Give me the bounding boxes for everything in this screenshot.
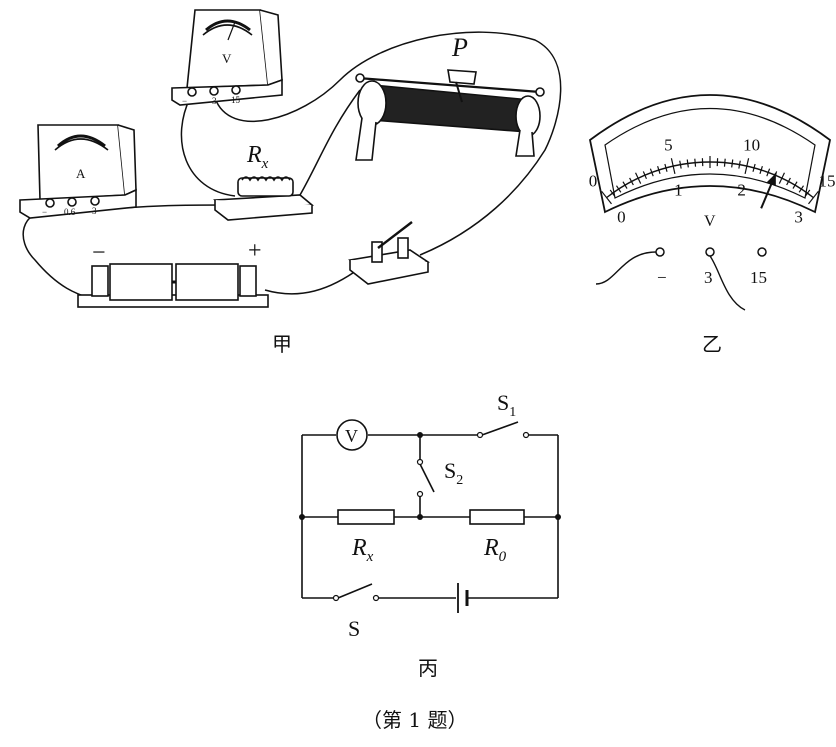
battery-plus-label: +	[248, 238, 262, 264]
battery-device	[77, 263, 269, 308]
caption-figure-a: 甲	[272, 332, 292, 356]
dial-inner-label: 0	[617, 208, 626, 227]
dial-inner-label: 3	[794, 208, 803, 227]
rx-label: Rx	[246, 142, 269, 172]
switch-s-blade	[337, 583, 373, 599]
meter-terminal-15-label: 15	[750, 268, 767, 287]
meter-terminal-minus-label: −	[657, 268, 667, 287]
knife-switch-device	[348, 221, 431, 285]
meter-terminal-minus-post	[655, 247, 665, 257]
problem-caption: （第 1 题）	[362, 708, 468, 732]
caption-figure-c: 丙	[418, 656, 438, 680]
ammeter-letter: A	[76, 166, 86, 181]
switch-s-label: S	[348, 616, 360, 641]
voltmeter-terminal-15: 15	[231, 95, 241, 105]
switch-s2-blade	[419, 463, 435, 493]
resistor-r0-label: R0	[483, 535, 507, 565]
voltmeter-terminal-minus: −	[182, 96, 187, 106]
dial-inner-label: 2	[737, 181, 746, 200]
dial-outer-label: 15	[818, 171, 835, 190]
meter-wire-minus	[595, 251, 657, 285]
voltmeter-device	[171, 9, 283, 106]
switch-s1-label: S1	[497, 390, 516, 420]
ammeter-terminal-0-6: 0.6	[64, 207, 76, 217]
dial-arc	[606, 161, 814, 199]
meter-terminal-15-post	[757, 247, 767, 257]
schematic-resistor-r0	[469, 509, 525, 525]
schematic-voltmeter-circle	[336, 419, 368, 451]
dial-outer-label: 5	[664, 136, 673, 155]
switch-s1-blade	[481, 421, 519, 436]
ammeter-device	[19, 124, 137, 219]
figure-b-meter	[589, 94, 831, 311]
figure-a-apparatus	[19, 9, 562, 308]
dial-needle-head	[766, 173, 776, 187]
voltmeter-terminal-3: 3	[212, 96, 217, 106]
schematic-junctions	[299, 431, 561, 602]
dial-outer-label: 0	[589, 171, 598, 190]
meter-terminal-3-post	[705, 247, 715, 257]
switch-s2-label: S2	[444, 458, 463, 488]
dial-outer-label: 10	[743, 136, 760, 155]
dial-inner-label: 1	[674, 181, 683, 200]
figure-c-schematic	[301, 419, 559, 613]
schematic-voltmeter-letter: V	[345, 426, 358, 446]
schematic-resistor-rx	[337, 509, 395, 525]
caption-figure-b: 乙	[702, 332, 722, 356]
battery-minus-label: −	[92, 240, 106, 266]
rheostat-p-label: P	[451, 33, 468, 62]
meter-letter: V	[704, 213, 716, 230]
voltmeter-letter: V	[222, 51, 232, 66]
rheostat-device	[355, 69, 545, 161]
resistor-rx-label: Rx	[351, 535, 374, 565]
ammeter-terminal-3: 3	[92, 206, 97, 216]
ammeter-terminal-minus: −	[42, 207, 47, 217]
meter-terminal-3-label: 3	[704, 268, 713, 287]
meter-wire-3	[709, 255, 746, 311]
resistor-rx-device	[213, 176, 315, 221]
dial-labels: 0 5 10 15 0 1 2 3	[589, 136, 836, 227]
meter-face-inner	[604, 107, 816, 199]
